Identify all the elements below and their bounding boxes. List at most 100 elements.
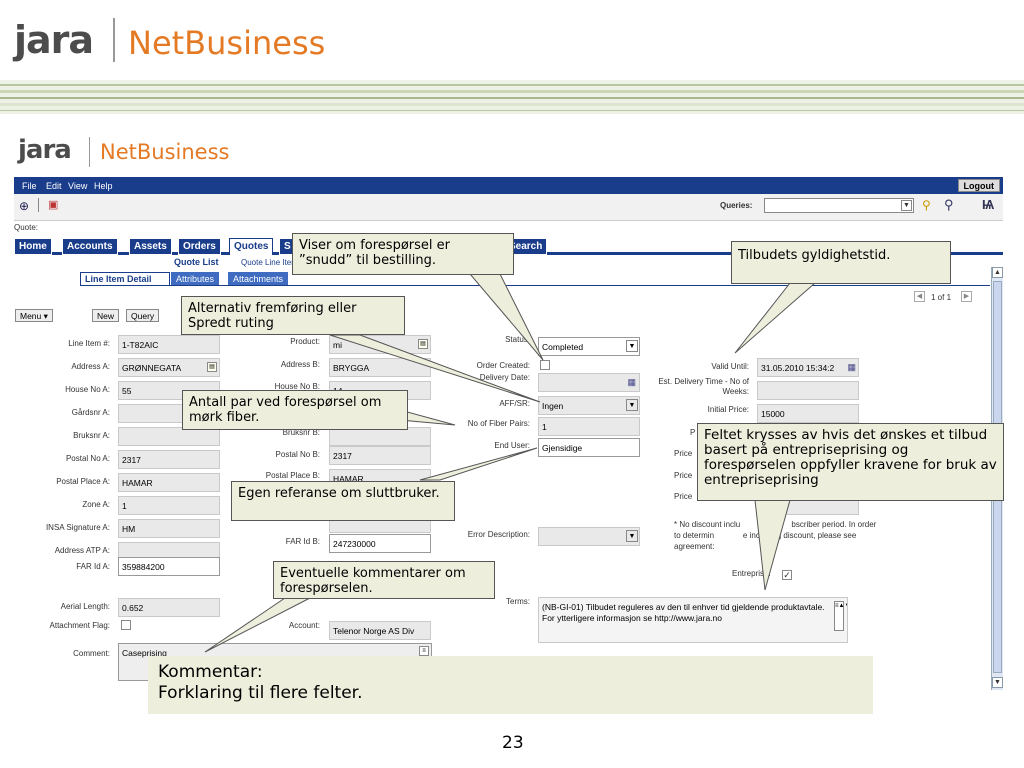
queries-select[interactable]: ▼ — [764, 198, 914, 213]
toolbar: ⊕ ▣ Queries: ▼ ⚲ ⚲ Ѩ Quote: — [14, 194, 1003, 232]
scroll-down-icon[interactable]: ▼ — [992, 677, 1003, 688]
new-button[interactable]: New — [92, 309, 120, 322]
status-label: Status: — [505, 335, 530, 344]
comment-expand-icon[interactable]: ≡ — [419, 646, 429, 656]
valid-until-label: Valid Until: — [711, 362, 749, 371]
fiber-pairs-label: No of Fiber Pairs: — [467, 419, 530, 428]
queries-label: Queries: — [720, 201, 753, 210]
valid-until-field[interactable]: 31.05.2010 15:34:2 ▦ — [757, 358, 859, 377]
error-description-select[interactable]: ▼ — [538, 527, 640, 546]
est-delivery-field[interactable] — [757, 381, 859, 400]
callout-kommentar: Kommentar: Forklaring til flere felter. — [148, 656, 873, 714]
comment-label: Comment: — [73, 649, 110, 658]
attachment-flag-checkbox[interactable] — [121, 620, 131, 630]
house-no-b-label: House No B: — [274, 382, 320, 391]
logout-button[interactable]: Logout — [957, 179, 1000, 192]
zone-a-field[interactable]: 1 — [118, 496, 220, 515]
status-value: Completed — [542, 342, 584, 352]
menu-file[interactable]: File — [22, 181, 37, 191]
quote-line-item-link[interactable]: Quote Line Iter — [241, 258, 294, 267]
page-number: 23 — [502, 733, 524, 753]
tab-quotes[interactable]: Quotes — [229, 238, 274, 255]
terms-scroll-icon[interactable]: ≡▲▼ — [834, 601, 847, 631]
line-item-field[interactable]: 1-T82AIC — [118, 335, 220, 354]
menu-edit[interactable]: Edit — [46, 181, 62, 191]
product-picker-icon[interactable]: ▤ — [418, 339, 428, 349]
search-icon[interactable]: ⚲ — [944, 197, 954, 212]
address-a-picker-icon[interactable]: ▤ — [207, 362, 217, 372]
tab-accounts[interactable]: Accounts — [62, 238, 118, 255]
terms-field[interactable]: (NB-GI-01) Tilbudet reguleres av den til… — [538, 597, 848, 643]
callout-alternativ: Alternativ fremføring eller Spredt rutin… — [181, 296, 405, 335]
callout-egen-ref: Egen referanse om sluttbruker. — [231, 481, 455, 521]
decorative-stripes — [0, 80, 1024, 114]
netbusiness-small-logo-text: NetBusiness — [100, 140, 230, 164]
toolbar-divider — [38, 198, 39, 212]
tab-orders[interactable]: Orders — [178, 238, 221, 255]
postal-place-a-field[interactable]: HAMAR — [118, 473, 220, 492]
aff-sr-select[interactable]: Ingen▼ — [538, 396, 640, 415]
aff-sr-label: AFF/SR: — [499, 399, 530, 408]
prev-record-icon[interactable]: ◀ — [914, 291, 925, 302]
status-select[interactable]: Completed ▼ — [538, 337, 640, 356]
address-a-field[interactable]: GRØNNEGATA▤ — [118, 358, 220, 377]
gardsnr-a-label: Gårdsnr A: — [71, 408, 110, 417]
zone-a-label: Zone A: — [82, 500, 110, 509]
price-label-1: Price — [674, 449, 693, 458]
discount-note: * No discount inclu bscriber period. In … — [674, 520, 883, 551]
delivery-date-field[interactable]: ▦ — [538, 373, 640, 392]
comment-value: Caseprising — [122, 648, 167, 658]
bruksnr-a-label: Bruksnr A: — [73, 431, 110, 440]
tab-assets[interactable]: Assets — [129, 238, 172, 255]
callout-kommentarer: Eventuelle kommentarer om forespørselen. — [273, 561, 495, 599]
account-field[interactable]: Telenor Norge AS Div — [329, 621, 431, 640]
tab-home[interactable]: Home — [14, 238, 52, 255]
far-id-b-field[interactable]: 247230000 — [329, 534, 431, 553]
globe-icon[interactable]: ⊕ — [19, 199, 30, 213]
entreprise-label: Entreprise: — [732, 569, 771, 578]
logo-divider — [113, 18, 115, 62]
order-created-checkbox[interactable] — [540, 360, 550, 370]
tab-attributes[interactable]: Attributes — [171, 272, 220, 285]
tab-attachments[interactable]: Attachments — [228, 272, 289, 285]
calendar-icon[interactable]: ▦ — [627, 377, 636, 387]
datetime-picker-icon[interactable]: ▦ — [847, 362, 856, 372]
price-label-2: Price — [674, 471, 693, 480]
next-record-icon[interactable]: ▶ — [961, 291, 972, 302]
valid-until-value: 31.05.2010 15:34:2 — [761, 363, 835, 373]
bruksnr-a-field[interactable] — [118, 427, 220, 446]
error-chevron-icon: ▼ — [626, 530, 638, 542]
postal-no-a-field[interactable]: 2317 — [118, 450, 220, 469]
bruksnr-b-label: Bruksnr B: — [282, 428, 320, 437]
query-go-icon[interactable]: ⚲ — [922, 198, 931, 212]
insa-signature-field[interactable]: HM — [118, 519, 220, 538]
attachment-flag-label: Attachment Flag: — [49, 621, 110, 630]
initial-price-field[interactable]: 15000 — [757, 404, 859, 423]
partial-p-label: P — [690, 428, 696, 437]
far-id-a-field[interactable]: 359884200 — [118, 557, 220, 576]
screen-icon[interactable]: ▣ — [48, 199, 59, 211]
binoculars-icon[interactable]: Ѩ — [982, 197, 995, 212]
chevron-down-icon: ▼ — [901, 200, 912, 211]
product-field[interactable]: mi▤ — [329, 335, 431, 354]
status-chevron-icon: ▼ — [626, 340, 638, 352]
menu-button[interactable]: Menu ▾ — [15, 309, 53, 322]
postal-no-b-field[interactable]: 2317 — [329, 446, 431, 465]
est-delivery-label: Est. Delivery Time - No of Weeks: — [658, 377, 749, 396]
menu-help[interactable]: Help — [94, 181, 113, 191]
aff-sr-value: Ingen — [542, 401, 564, 411]
scroll-up-icon[interactable]: ▲ — [992, 267, 1003, 278]
quote-list-link[interactable]: Quote List — [174, 257, 219, 267]
insa-signature-label: INSA Signature A: — [45, 523, 110, 532]
aerial-length-field[interactable]: 0.652 — [118, 598, 220, 617]
tab-line-item-detail[interactable]: Line Item Detail — [80, 272, 170, 285]
far-id-a-label: FAR Id A: — [76, 562, 110, 571]
address-b-field[interactable]: BRYGGA — [329, 358, 431, 377]
end-user-field[interactable]: Gjensidige — [538, 438, 640, 457]
fiber-pairs-field[interactable]: 1 — [538, 417, 640, 436]
menu-view[interactable]: View — [68, 181, 88, 191]
account-label: Account: — [288, 621, 320, 630]
entreprise-checkbox[interactable]: ✓ — [782, 570, 792, 580]
query-button[interactable]: Query — [126, 309, 160, 322]
callout-kommentar-body: Forklaring til flere felter. — [158, 683, 363, 703]
